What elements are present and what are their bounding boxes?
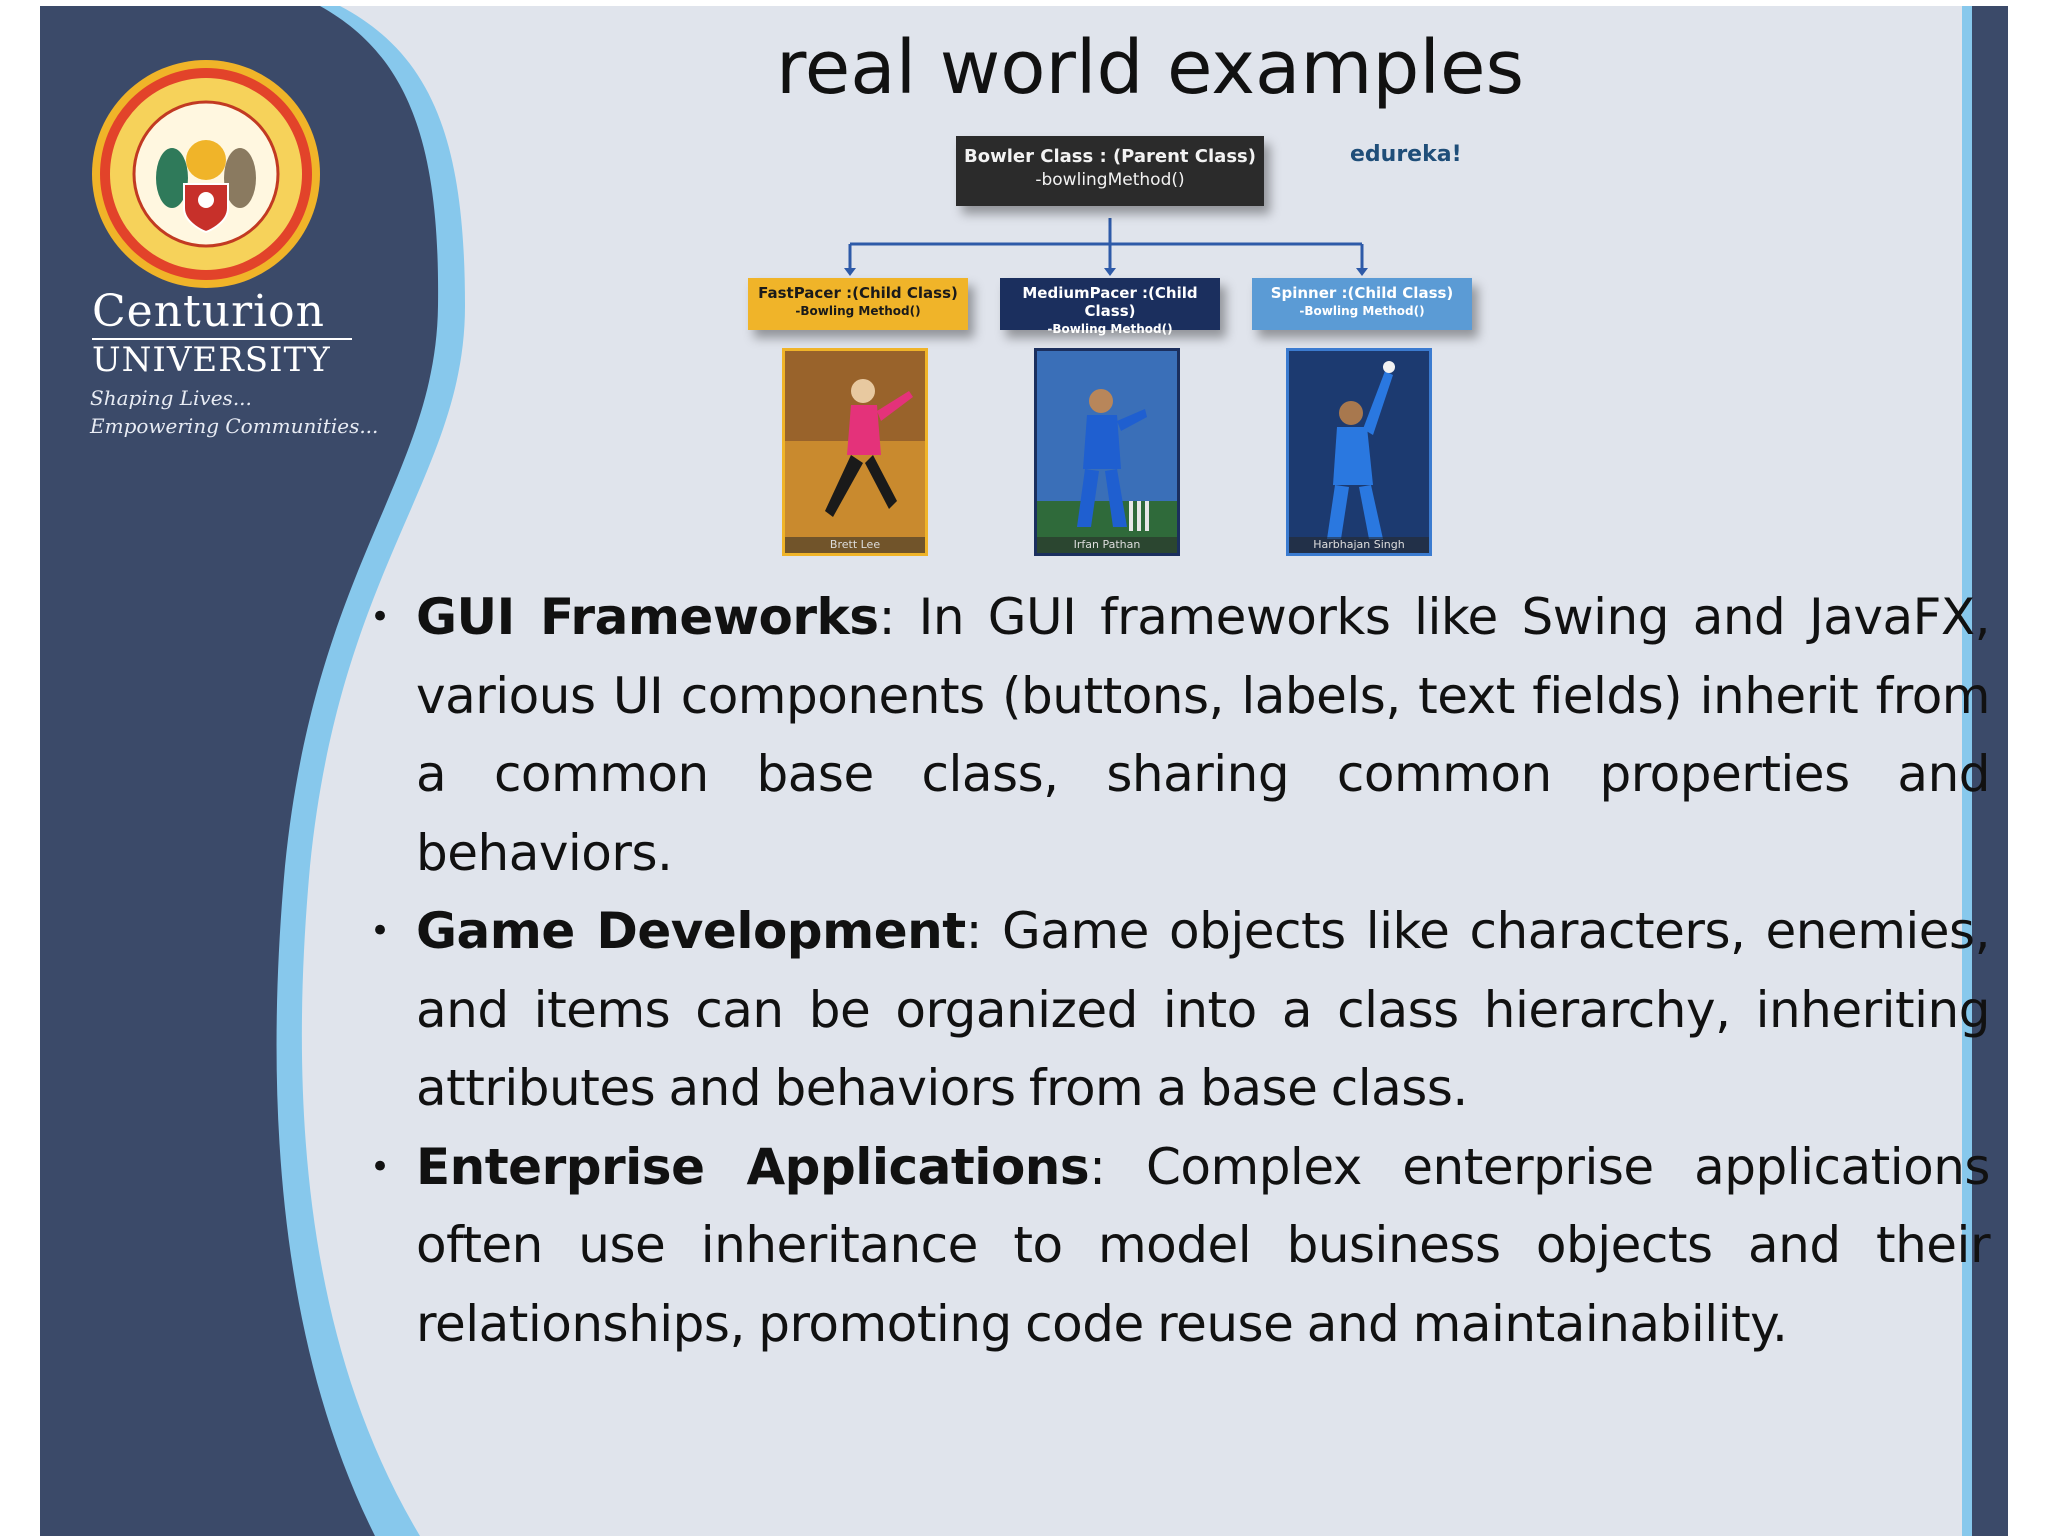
photo-caption: Brett Lee [785,537,925,553]
child-class-method: -Bowling Method() [1299,304,1425,318]
bullet-text: : Game objects like characters, enemies,… [416,902,1991,1117]
cricketer-photo-fastpacer: Brett Lee [782,348,928,556]
bullet-dot-icon: • [370,597,391,637]
parent-class-title: Bowler Class : (Parent Class) [964,146,1256,167]
hierarchy-connectors [844,218,1368,276]
bullet-paragraph: GUI Frameworks: In GUI frameworks like S… [416,578,1991,892]
parent-class-box: Bowler Class : (Parent Class) -bowlingMe… [956,136,1264,206]
bowler-figure-image [1037,351,1177,553]
photo-caption: Harbhajan Singh [1289,537,1429,553]
bullet-term: Game Development [416,902,966,960]
bullet-dot-icon: • [370,1146,391,1187]
child-class-box-spinner: Spinner :(Child Class) -Bowling Method() [1252,278,1472,330]
parent-class-method: -bowlingMethod() [1035,170,1185,190]
child-class-method: -Bowling Method() [795,304,921,318]
child-class-title: FastPacer :(Child Class) [758,284,958,302]
tagline-line1: Shaping Lives... [90,386,252,410]
child-class-box-fastpacer: FastPacer :(Child Class) -Bowling Method… [748,278,968,330]
bullet-paragraph: Enterprise Applications: Complex enterpr… [416,1128,1991,1364]
cricketer-photo-spinner: Harbhajan Singh [1286,348,1432,556]
bullet-item: • Enterprise Applications: Complex enter… [370,1128,1991,1364]
bullet-list: • GUI Frameworks: In GUI frameworks like… [370,578,1991,1364]
bullet-item: • GUI Frameworks: In GUI frameworks like… [370,578,1991,892]
bullet-term: GUI Frameworks [416,588,879,646]
slide: Centurion UNIVERSITY Shaping Lives... Em… [40,6,2008,1536]
child-class-method: -Bowling Method() [1047,322,1173,336]
bowler-figure-image [1289,351,1429,553]
university-seal-logo [92,60,320,288]
bullet-text: : Complex enterprise applications often … [416,1137,1991,1353]
cricketer-photo-mediumpacer: Irfan Pathan [1034,348,1180,556]
child-class-box-mediumpacer: MediumPacer :(Child Class) -Bowling Meth… [1000,278,1220,336]
bullet-term: Enterprise Applications [416,1137,1090,1196]
bowler-figure-image [785,351,925,553]
child-class-title: MediumPacer :(Child Class) [1022,284,1198,320]
bullet-text: : In GUI frameworks like Swing and JavaF… [416,588,1991,882]
child-class-title: Spinner :(Child Class) [1270,284,1454,302]
bullet-dot-icon: • [370,911,391,951]
bullet-item: • Game Development: Game objects like ch… [370,892,1991,1128]
university-name-line1: Centurion [92,288,352,340]
bullet-paragraph: Game Development: Game objects like char… [416,892,1991,1128]
university-name-line2: UNIVERSITY [92,340,331,380]
slide-background-shapes [40,6,2008,1536]
slide-title: real world examples [775,25,1525,111]
photo-caption: Irfan Pathan [1037,537,1177,553]
tagline-line2: Empowering Communities... [90,414,379,438]
edureka-brand-text: edureka! [1350,142,1462,167]
